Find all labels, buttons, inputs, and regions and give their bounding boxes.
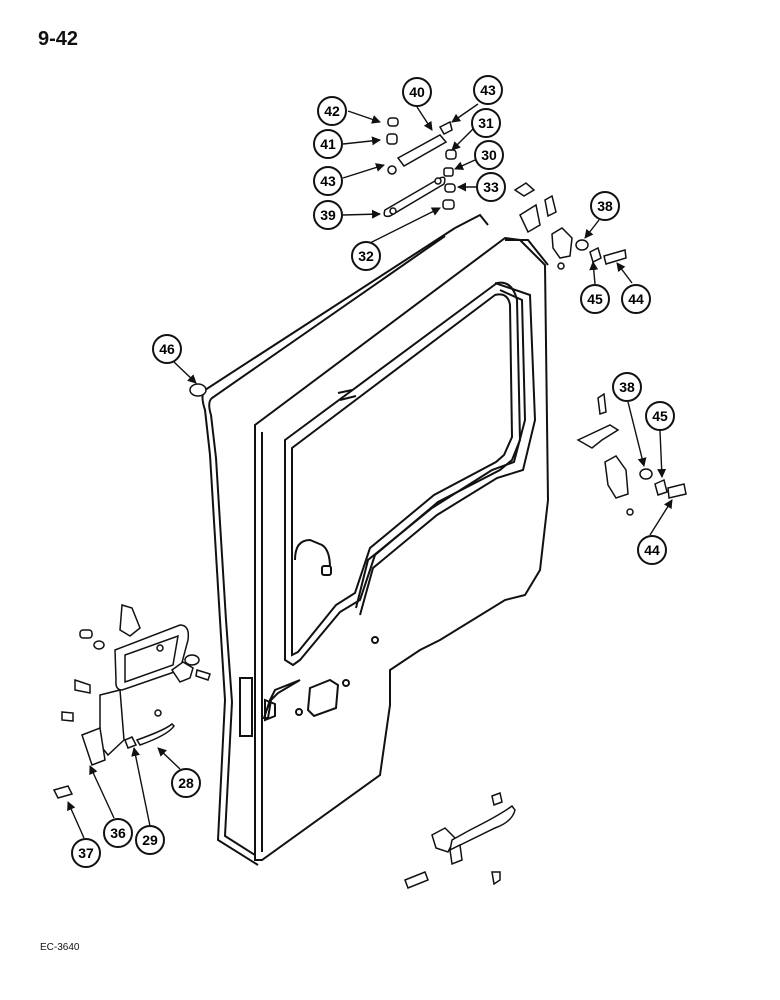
figure-code: EC-3640 xyxy=(40,942,80,953)
callout-label: 44 xyxy=(644,542,660,558)
latch-assembly xyxy=(52,604,211,799)
callout-label: 41 xyxy=(320,136,336,152)
callout-33: 33 xyxy=(476,172,506,202)
callout-38: 38 xyxy=(612,372,642,402)
callout-label: 28 xyxy=(178,775,194,791)
callout-label: 44 xyxy=(628,291,644,307)
callout-45: 45 xyxy=(645,401,675,431)
callout-label: 45 xyxy=(587,291,603,307)
callout-40: 40 xyxy=(402,77,432,107)
callouts: 42 40 43 41 31 43 30 33 xyxy=(71,75,675,868)
callout-44: 44 xyxy=(621,284,651,314)
callout-45: 45 xyxy=(580,284,610,314)
callout-label: 43 xyxy=(480,82,496,98)
callout-label: 40 xyxy=(409,84,425,100)
callout-41: 41 xyxy=(313,129,343,159)
callout-label: 31 xyxy=(478,115,494,131)
callout-38: 38 xyxy=(590,191,620,221)
callout-label: 36 xyxy=(110,825,126,841)
callout-label: 46 xyxy=(159,341,175,357)
door-panel xyxy=(239,236,550,861)
lower-hinge xyxy=(189,383,687,516)
callout-31: 31 xyxy=(471,108,501,138)
callout-30: 30 xyxy=(474,140,504,170)
callout-label: 38 xyxy=(597,198,613,214)
callout-39: 39 xyxy=(313,200,343,230)
outer-handle xyxy=(404,791,516,889)
callout-42: 42 xyxy=(317,96,347,126)
upper-hinge xyxy=(513,182,627,270)
door-seal xyxy=(201,213,489,866)
leader-lines xyxy=(67,103,673,839)
callout-label: 43 xyxy=(320,173,336,189)
callout-36: 36 xyxy=(103,818,133,848)
callout-44: 44 xyxy=(637,535,667,565)
callout-label: 39 xyxy=(320,207,336,223)
callout-label: 33 xyxy=(483,179,499,195)
gas-strut-assembly xyxy=(383,117,457,218)
callout-label: 38 xyxy=(619,379,635,395)
callout-label: 45 xyxy=(652,408,668,424)
callout-28: 28 xyxy=(171,768,201,798)
callout-43: 43 xyxy=(473,75,503,105)
page-number: 9-42 xyxy=(38,28,79,50)
callout-37: 37 xyxy=(71,838,101,868)
callout-label: 32 xyxy=(358,248,374,264)
callout-29: 29 xyxy=(135,825,165,855)
callout-label: 37 xyxy=(78,845,94,861)
callout-43: 43 xyxy=(313,166,343,196)
callout-label: 29 xyxy=(142,832,158,848)
callout-32: 32 xyxy=(351,241,381,271)
callout-label: 42 xyxy=(324,103,340,119)
callout-46: 46 xyxy=(152,334,182,364)
callout-label: 30 xyxy=(481,147,497,163)
